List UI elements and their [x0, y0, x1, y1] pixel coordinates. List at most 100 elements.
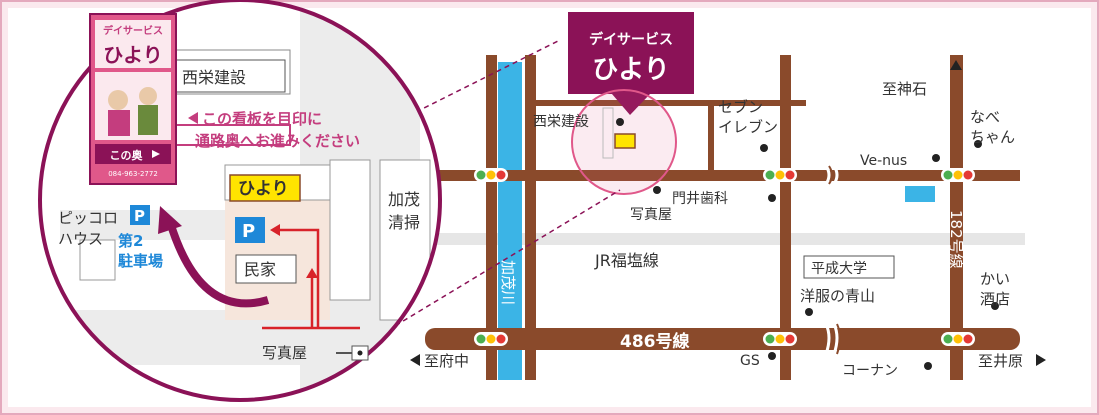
inset-parking1 — [235, 217, 265, 243]
inset-parking2-line2: 駐車場 — [118, 252, 163, 270]
landmark-seven: セブン イレブン — [718, 98, 778, 136]
landmark-shashinya: 写真屋 — [630, 207, 672, 223]
elderly-figure-icon — [108, 90, 128, 110]
route182-label: 182号線 — [947, 210, 965, 269]
inset-parking2-symbol: P — [134, 207, 145, 225]
traffic-light-lamp — [963, 170, 973, 180]
facility-type-label: デイサービス — [589, 31, 673, 48]
facility-name-label: ひより — [592, 55, 669, 85]
river-label: 加茂川 — [499, 260, 517, 305]
arrow-left-icon — [410, 354, 420, 366]
road-breaks — [824, 165, 839, 355]
traffic-light-lamp — [963, 334, 973, 344]
traffic-light-lamp — [775, 170, 785, 180]
river-label-rot: 加茂川 — [499, 260, 517, 305]
facility-marker[interactable]: デイサービス ひより — [568, 12, 694, 115]
sign-sub: この奥 — [110, 148, 144, 162]
landmark-kai-line2: 酒店 — [980, 290, 1010, 308]
sign-board: デイサービス ひより この奥 084-963-2772 — [89, 13, 177, 185]
traffic-light-lamp — [953, 334, 963, 344]
inset-minka-box — [235, 254, 297, 284]
inset-kamo-seiso-line2: 清掃 — [388, 213, 420, 232]
traffic-light-lamp — [496, 170, 506, 180]
traffic-lights — [474, 168, 975, 346]
traffic-light-lamp — [486, 170, 496, 180]
route182-label-rot: 182号線 — [947, 210, 965, 269]
inset-piccolo-line1: ピッコロ — [58, 209, 118, 227]
inset-minka: 民家 — [244, 260, 276, 279]
big-arrow-head-icon — [158, 206, 182, 234]
inset-hiyori-box — [229, 174, 301, 202]
traffic-light-lamp — [785, 170, 795, 180]
traffic-light-lamp — [943, 334, 953, 344]
traffic-light-lamp — [785, 334, 795, 344]
kamo-river — [498, 62, 522, 380]
heisei-box — [803, 255, 895, 279]
landmark-heisei: 平成大学 — [811, 261, 867, 277]
traffic-light-lamp — [765, 334, 775, 344]
inset-nishiei-box — [169, 59, 286, 93]
arrow-right-icon — [1036, 354, 1046, 366]
inset-note: この看板を目印に 通路奥へお進みください — [195, 110, 360, 150]
jr-line — [430, 233, 1025, 245]
inset-note-line2: 通路奥へお進みください — [195, 132, 360, 150]
facility-building — [614, 133, 636, 149]
roads — [415, 55, 1020, 380]
sign-arrow-icon — [152, 150, 160, 158]
direction-ibara: 至井原 — [978, 352, 1023, 370]
direction-kannabe: 至神石 — [882, 80, 927, 98]
landmark-venus: Ve-nus — [860, 153, 907, 169]
route-arrowhead-icon — [270, 224, 280, 236]
traffic-light-lamp — [496, 334, 506, 344]
landmark-nabe-line1: なべ — [970, 108, 1000, 126]
landmark-seven-line2: イレブン — [718, 118, 778, 136]
traffic-light-lamp — [486, 334, 496, 344]
inset-nishiei: 西栄建設 — [182, 68, 246, 87]
inset-kamo-seiso-line1: 加茂 — [388, 190, 420, 209]
traffic-light-lamp — [943, 170, 953, 180]
landmark-nishiei: 西栄建設 — [533, 114, 589, 130]
caregiver-figure-icon — [139, 87, 157, 105]
inset-piccolo-line2: ハウス — [58, 230, 103, 248]
inset-shashinya: 写真屋 — [262, 344, 307, 362]
landmark-kadoi: 門井歯科 — [672, 191, 728, 207]
traffic-light-lamp — [476, 170, 486, 180]
landmark-kai-line1: かい — [980, 270, 1010, 288]
sign-type: デイサービス — [103, 24, 163, 37]
big-curved-arrow — [166, 220, 270, 308]
route486-label: 486号線 — [620, 331, 690, 352]
jr-line-label: JR福塩線 — [594, 251, 659, 270]
inset-border — [38, 0, 442, 402]
pond — [905, 186, 935, 202]
landmark-kai: かい 酒店 — [980, 270, 1015, 308]
landmark-nabe: なべ ちゃん — [970, 108, 1015, 146]
inset-parking2: 第2 駐車場 — [118, 232, 163, 270]
landmark-youfuku: 洋服の青山 — [800, 287, 875, 305]
route-arrows — [262, 228, 360, 330]
landmark-seven-line1: セブン — [718, 98, 763, 116]
traffic-light-lamp — [476, 334, 486, 344]
landmark-dots — [616, 118, 999, 370]
inset-parking2-icon — [130, 205, 150, 225]
landmark-konan: コーナン — [842, 363, 898, 379]
sign-phone: 084-963-2772 — [108, 170, 158, 178]
landmark-nabe-line2: ちゃん — [970, 128, 1015, 146]
inset-hiyori: ひより — [238, 179, 289, 199]
zoom-line-bottom — [379, 189, 621, 336]
inset-kamo-seiso: 加茂 清掃 — [388, 190, 425, 232]
traffic-light-lamp — [775, 334, 785, 344]
sign-name: ひより — [103, 43, 163, 67]
inset-note-line1: この看板を目印に — [202, 110, 322, 128]
traffic-light-lamp — [765, 170, 775, 180]
inset-parking2-line1: 第2 — [118, 232, 143, 250]
direction-fuchu: 至府中 — [424, 352, 469, 370]
landmark-gs: GS — [740, 353, 760, 369]
note-arrow-icon — [188, 112, 198, 124]
arrow-up-icon — [950, 60, 962, 70]
zoom-line-top — [399, 39, 561, 121]
inset-piccolo: ピッコロ ハウス — [58, 209, 123, 248]
inset-parking1-label: P — [242, 221, 255, 242]
traffic-light-lamp — [953, 170, 963, 180]
